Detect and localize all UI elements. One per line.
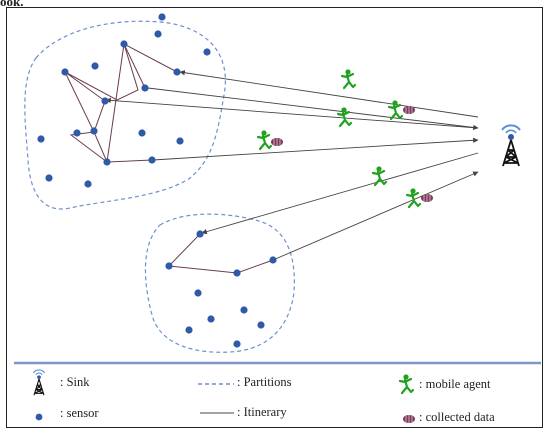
sensors-lower [165, 230, 277, 348]
legend-mobile-agent-label: : mobile agent [419, 377, 491, 391]
itinerary-upper-branch-2 [123, 43, 146, 89]
sensor [158, 13, 166, 21]
sensor [91, 62, 99, 70]
mobile-agent-icon [336, 106, 353, 128]
legend-sink-label: : Sink [60, 375, 90, 389]
sensor [203, 48, 211, 56]
collected-data-icon [270, 137, 284, 147]
sensor [240, 306, 248, 314]
legend-partitions-label: : Partitions [237, 375, 292, 389]
caption-fragment: ook. [0, 0, 24, 9]
sensor [61, 68, 69, 76]
legend-collected-data-label: : collected data [419, 410, 495, 424]
agent-path-4-return [272, 171, 479, 261]
mobile-agent-icon [256, 129, 273, 151]
agent-path-1-return [147, 87, 479, 131]
itinerary-upper-branch [123, 43, 178, 73]
diagram-border [6, 7, 543, 428]
sensor [154, 30, 162, 38]
sensors-upper [37, 13, 211, 188]
sensor [185, 326, 193, 334]
agent-path-2 [105, 97, 479, 129]
legend-sink-icon [32, 369, 46, 396]
sensor [141, 84, 149, 92]
sensor [173, 68, 181, 76]
sensor [233, 340, 241, 348]
itinerary-lower [167, 233, 274, 274]
partition-lower [144, 213, 295, 353]
sensor [194, 289, 202, 297]
itinerary-upper [64, 43, 153, 163]
sensor [120, 40, 128, 48]
agent-path-3-return [152, 137, 479, 161]
sensor [73, 129, 81, 137]
sensor [269, 256, 277, 264]
collected-data-icon [402, 105, 416, 115]
sensor [103, 158, 111, 166]
sensor [37, 135, 45, 143]
sensor [207, 315, 215, 323]
sensor [196, 230, 204, 238]
legend-sensor-icon [35, 413, 43, 421]
sensor [101, 97, 109, 105]
partition-upper-left [24, 20, 226, 210]
sensor [165, 262, 173, 270]
sensor [257, 321, 265, 329]
sensor [90, 127, 98, 135]
sink-tower-icon [501, 124, 521, 167]
sensor [233, 269, 241, 277]
legend-collected-data-icon [402, 414, 416, 424]
sensor [148, 156, 156, 164]
collected-data-icon [420, 193, 434, 203]
sensor [84, 180, 92, 188]
legend-sensor-label: : sensor [60, 406, 99, 420]
mobile-agent-icon [371, 165, 388, 187]
mobile-agent-icon [387, 99, 404, 121]
agent-path-1 [179, 70, 479, 118]
sensor [138, 129, 146, 137]
agent-path-4 [201, 152, 479, 235]
legend-mobile-agent-icon [398, 373, 415, 395]
sensor [176, 137, 184, 145]
sensor [45, 174, 53, 182]
mobile-agent-icon [340, 68, 357, 90]
legend-itinerary-label: : Itinerary [237, 405, 287, 419]
